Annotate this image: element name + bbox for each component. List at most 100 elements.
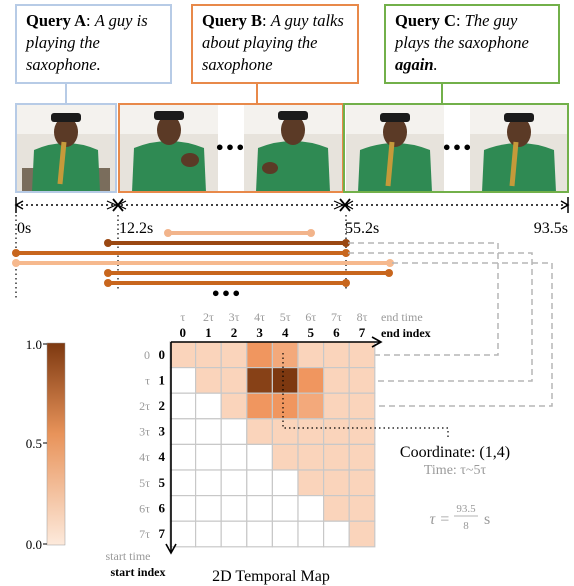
map-cell — [169, 341, 197, 369]
start-time-tick: 2τ — [139, 399, 150, 413]
map-cell — [323, 341, 350, 369]
start-index-tick: 6 — [159, 500, 166, 515]
map-cell — [297, 392, 325, 420]
map-cell — [348, 495, 376, 522]
map-cell — [195, 367, 222, 394]
colorbar-tick: 1.0 — [26, 337, 42, 352]
start-time-tick: 0 — [144, 348, 150, 362]
end-index-tick: 3 — [256, 325, 263, 340]
query-c-box: Query C: The guy plays the saxophone aga… — [384, 4, 560, 84]
map-cell — [195, 469, 222, 497]
video-frame — [244, 104, 342, 192]
map-cell — [323, 495, 350, 522]
map-cell — [169, 367, 197, 394]
query-a-text: A guy is playing the saxophone. — [26, 11, 148, 74]
end-index-tick: 5 — [308, 325, 315, 340]
map-cell — [323, 520, 350, 548]
video-frame — [120, 104, 218, 192]
start-index-tick: 1 — [159, 372, 166, 387]
map-cell — [220, 418, 248, 445]
query-a-sep: : — [86, 11, 95, 30]
start-index-tick: 0 — [159, 347, 166, 362]
map-cell — [323, 367, 350, 394]
end-time-tick: τ — [180, 310, 185, 324]
map-cell — [220, 495, 248, 522]
map-cell — [195, 418, 222, 445]
map-cell — [297, 418, 325, 445]
query-c-emphasis: again — [395, 55, 434, 74]
map-cell — [220, 469, 248, 497]
tau-numerator: 93.5 — [456, 503, 476, 515]
segment-to-cell-connectors — [256, 242, 553, 412]
query-c-text-end: . — [433, 55, 438, 74]
map-cell — [246, 341, 274, 369]
map-cell — [348, 520, 376, 548]
end-time-label: end time — [381, 310, 423, 324]
map-cell — [220, 367, 248, 394]
segment-bar — [12, 249, 350, 257]
map-cell — [195, 520, 222, 548]
map-cell — [246, 469, 274, 497]
timeline: 0s 12.2s 55.2s 93.5s — [14, 197, 570, 237]
map-cell — [271, 341, 299, 369]
frame-ellipsis-b: ••• — [215, 138, 246, 157]
end-time-tick: 6τ — [305, 310, 316, 324]
tau-unit: s — [484, 511, 490, 528]
query-c-sep: : — [455, 11, 465, 30]
query-c-name: Query C — [395, 11, 456, 30]
map-cell — [323, 469, 350, 497]
start-time-tick: 4τ — [139, 450, 150, 464]
segment-bar — [104, 269, 393, 277]
video-frame — [346, 104, 444, 192]
map-cell — [323, 392, 350, 420]
time-marker-0s: 0s — [17, 220, 31, 237]
map-cell — [323, 443, 350, 471]
segment-bar — [12, 259, 394, 267]
colorbar-tick: 0.0 — [26, 537, 42, 552]
map-cell — [348, 341, 376, 369]
map-cell — [169, 520, 197, 548]
map-cell — [297, 469, 325, 497]
end-index-tick: 4 — [282, 325, 289, 340]
tau-formula: τ = 93.5 8 s — [429, 503, 490, 532]
map-cell — [220, 341, 248, 369]
map-cell — [195, 495, 222, 522]
map-cell — [195, 392, 222, 420]
map-cell — [246, 520, 274, 548]
start-time-tick: 3τ — [139, 425, 150, 439]
start-time-label: start time — [106, 549, 151, 563]
time-marker-93s: 93.5s — [534, 220, 568, 237]
start-index-tick: 4 — [159, 449, 166, 464]
time-marker-55s: 55.2s — [345, 220, 379, 237]
candidate-segments: ••• — [12, 229, 394, 303]
start-index-label: start index — [111, 565, 166, 579]
end-index-tick: 0 — [180, 325, 187, 340]
end-time-tick: 3τ — [229, 310, 240, 324]
segment-bar — [104, 279, 350, 287]
map-cell — [348, 418, 376, 445]
map-cell — [246, 495, 274, 522]
query-b-sep: : — [262, 11, 271, 30]
end-index-label: end index — [381, 326, 431, 340]
map-cell — [271, 520, 299, 548]
map-cell — [271, 392, 299, 420]
start-index-tick: 3 — [159, 424, 166, 439]
end-time-tick: 4τ — [254, 310, 265, 324]
segments-ellipsis: ••• — [211, 284, 242, 303]
video-frame-group-b: ••• — [118, 103, 344, 193]
segment-bar — [104, 239, 350, 247]
temporal-map-cells — [169, 341, 376, 548]
end-time-tick: 7τ — [331, 310, 342, 324]
map-cell — [271, 443, 299, 471]
query-c-text: The guy plays the saxophone — [395, 11, 529, 52]
map-cell — [348, 443, 376, 471]
video-frame — [16, 104, 116, 192]
map-cell — [348, 392, 376, 420]
query-b-name: Query B — [202, 11, 263, 30]
end-time-tick: 8τ — [357, 310, 368, 324]
map-cell — [169, 469, 197, 497]
map-cell — [271, 367, 299, 394]
map-cell — [297, 443, 325, 471]
start-index-tick: 5 — [159, 475, 166, 490]
